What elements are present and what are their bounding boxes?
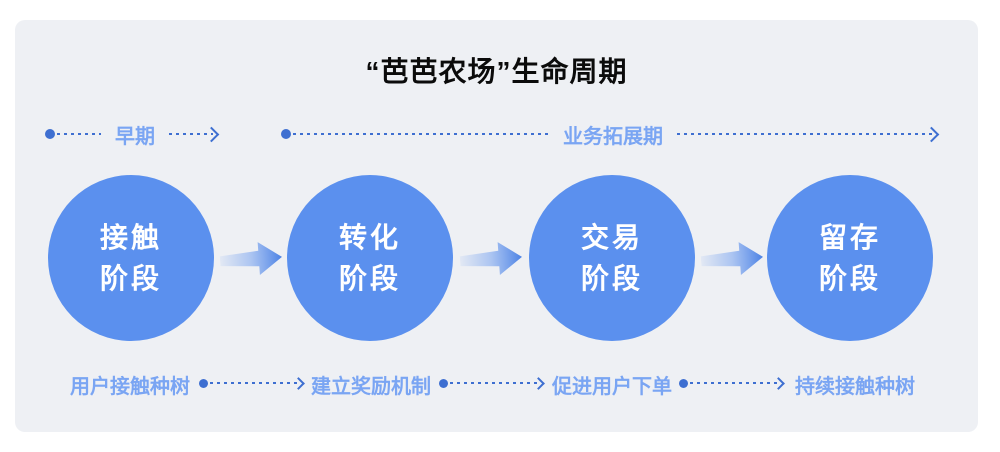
stage-label-line2: 阶段	[818, 263, 881, 294]
flow-arrow-icon	[700, 237, 765, 281]
arrow-head-icon	[292, 376, 305, 390]
stage-note-retention: 持续接触种树	[795, 376, 915, 398]
arrow-head-icon	[772, 376, 785, 390]
stage-label-line1: 转化	[338, 222, 401, 253]
stage-label-line1: 留存	[818, 222, 881, 253]
stage-label-line1: 接触	[99, 222, 162, 253]
dotted-line	[690, 381, 780, 385]
timeline-early-label: 早期	[115, 125, 155, 148]
arrow-head-icon	[203, 126, 220, 142]
stage-circle-retention: 留存 阶段	[767, 175, 933, 341]
stage-note-contact: 用户接触种树	[70, 376, 190, 398]
dotted-line	[293, 132, 549, 136]
dotted-line	[677, 132, 933, 136]
timeline-early-period: 早期	[45, 123, 220, 148]
dotted-line	[169, 132, 213, 136]
diagram-title: “芭芭农场”生命周期	[365, 56, 628, 87]
connector-dot-icon	[199, 378, 208, 388]
stage-label-line1: 交易	[580, 222, 643, 253]
lifecycle-diagram-panel: “芭芭农场”生命周期 早期 业务拓展期 接触 阶段 转化 阶段 交易 阶段 留存…	[15, 20, 978, 432]
connector-dot-icon	[439, 378, 448, 388]
timeline-expansion-label: 业务拓展期	[563, 125, 663, 148]
stage-circle-transaction: 交易 阶段	[529, 175, 695, 341]
flow-arrow-icon	[459, 237, 524, 281]
timeline-start-dot-icon	[281, 129, 291, 139]
stage-label-line2: 阶段	[99, 263, 162, 294]
timeline-expansion-period: 业务拓展期	[281, 123, 940, 148]
dotted-line	[210, 381, 300, 385]
timeline-start-dot-icon	[45, 129, 55, 139]
stage-note-transaction: 促进用户下单	[552, 376, 672, 398]
stage-label-line2: 阶段	[580, 263, 643, 294]
stage-note-conversion: 建立奖励机制	[311, 376, 431, 398]
arrow-head-icon	[532, 376, 545, 390]
stage-circle-contact: 接触 阶段	[48, 175, 214, 341]
dotted-line	[57, 132, 101, 136]
arrow-head-icon	[923, 126, 940, 142]
stage-label-line2: 阶段	[338, 263, 401, 294]
connector-dot-icon	[679, 378, 688, 388]
note-connector	[679, 376, 785, 390]
note-connector	[199, 376, 305, 390]
note-connector	[439, 376, 545, 390]
dotted-line	[450, 381, 540, 385]
stage-circle-conversion: 转化 阶段	[287, 175, 453, 341]
flow-arrow-icon	[219, 237, 284, 281]
